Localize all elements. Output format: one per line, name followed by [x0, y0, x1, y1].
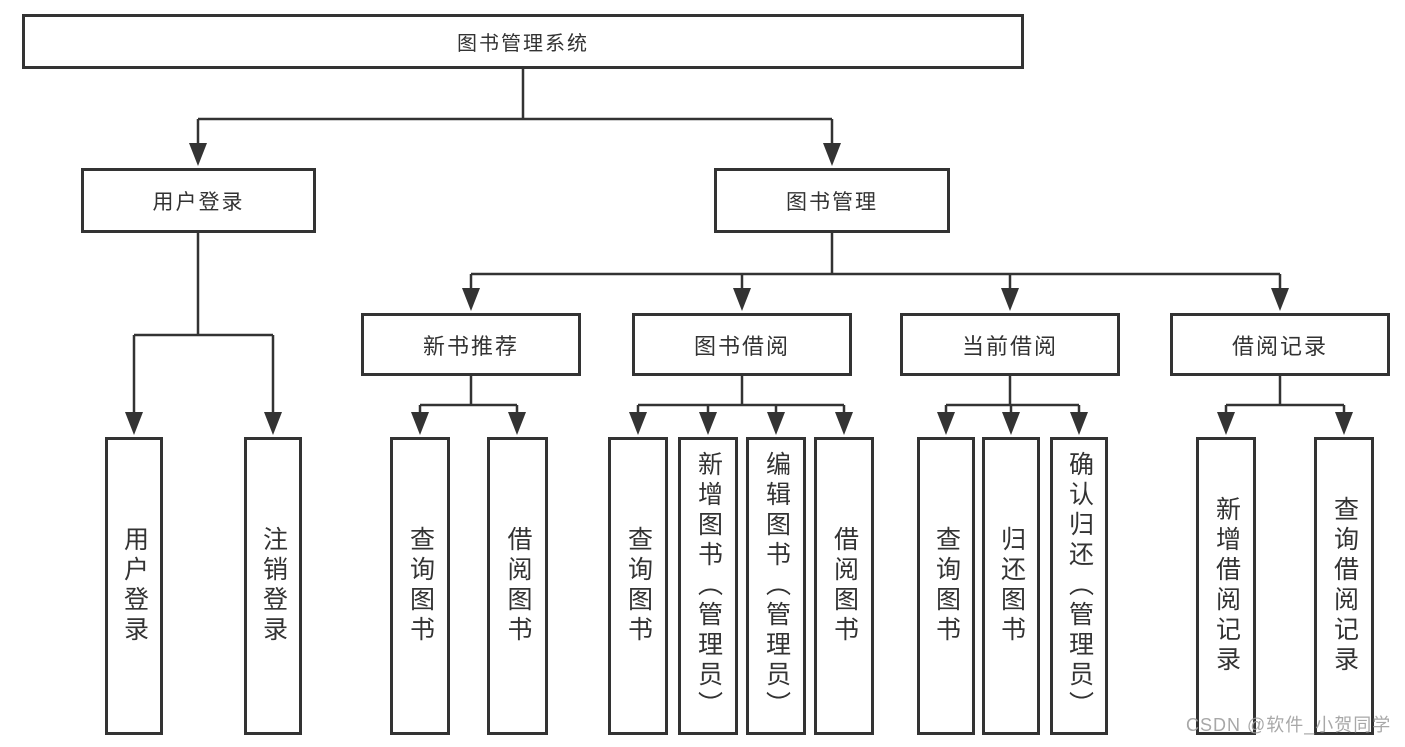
- node-library-system: 图书管理系统: [22, 14, 1024, 69]
- leaf-add-borrow-record: 新增借阅记录: [1196, 437, 1256, 735]
- leaf-query-book-borrowing-label: 查询图书: [624, 526, 653, 646]
- leaf-borrow-book-recommend-label: 借阅图书: [504, 526, 532, 646]
- connector-bookmgmt-to-l2: [469, 233, 1282, 292]
- leaf-query-book-current: 查询图书: [917, 437, 975, 735]
- leaf-add-book-admin-label: 新增图书（管理员）: [694, 451, 723, 721]
- node-new-book-recommend: 新书推荐: [361, 313, 581, 376]
- leaf-add-book-admin: 新增图书（管理员）: [678, 437, 738, 735]
- connector-root-to-l1: [196, 69, 834, 147]
- node-book-borrowing: 图书借阅: [632, 313, 852, 376]
- node-user-login-group-label: 用户登录: [152, 190, 245, 214]
- node-book-management-label: 图书管理: [786, 190, 878, 214]
- leaf-confirm-return-admin-label: 确认归还（管理员）: [1065, 451, 1094, 721]
- connector-record-to-leaves: [1224, 376, 1346, 416]
- leaf-return-book-label: 归还图书: [997, 526, 1026, 646]
- leaf-return-book: 归还图书: [982, 437, 1040, 735]
- leaf-edit-book-admin: 编辑图书（管理员）: [746, 437, 806, 735]
- node-library-system-label: 图书管理系统: [457, 33, 589, 55]
- leaf-query-book-recommend: 查询图书: [390, 437, 450, 735]
- leaf-logout: 注销登录: [244, 437, 302, 735]
- node-user-login-group: 用户登录: [81, 168, 316, 233]
- leaf-query-borrow-record: 查询借阅记录: [1314, 437, 1374, 735]
- connector-borrow-to-leaves: [636, 376, 846, 416]
- leaf-borrow-book-recommend: 借阅图书: [487, 437, 548, 735]
- leaf-edit-book-admin-label: 编辑图书（管理员）: [762, 451, 791, 721]
- node-current-borrowing-label: 当前借阅: [961, 333, 1058, 359]
- node-new-book-recommend-label: 新书推荐: [422, 333, 519, 359]
- leaf-borrow-book-borrowing: 借阅图书: [814, 437, 874, 735]
- node-borrow-records: 借阅记录: [1170, 313, 1390, 376]
- leaf-user-login-label: 用户登录: [120, 526, 149, 646]
- node-book-management: 图书管理: [714, 168, 950, 233]
- node-current-borrowing: 当前借阅: [900, 313, 1120, 376]
- connector-userlogin-to-leaves: [132, 233, 275, 416]
- leaf-borrow-book-borrowing-label: 借阅图书: [830, 526, 859, 646]
- leaf-user-login: 用户登录: [105, 437, 163, 735]
- leaf-query-book-borrowing: 查询图书: [608, 437, 668, 735]
- node-book-borrowing-label: 图书借阅: [693, 333, 790, 359]
- connector-current-to-leaves: [944, 376, 1081, 416]
- leaf-logout-label: 注销登录: [259, 526, 288, 646]
- leaf-query-book-recommend-label: 查询图书: [406, 526, 435, 646]
- leaf-confirm-return-admin: 确认归还（管理员）: [1050, 437, 1108, 735]
- connector-newbook-to-leaves: [418, 376, 519, 416]
- leaf-query-borrow-record-label: 查询借阅记录: [1330, 496, 1359, 676]
- node-borrow-records-label: 借阅记录: [1231, 333, 1328, 359]
- leaf-query-book-current-label: 查询图书: [932, 526, 961, 646]
- leaf-add-borrow-record-label: 新增借阅记录: [1212, 496, 1241, 676]
- arrowheads: [125, 143, 1353, 435]
- csdn-watermark: CSDN @软件_小贺同学: [1186, 715, 1392, 735]
